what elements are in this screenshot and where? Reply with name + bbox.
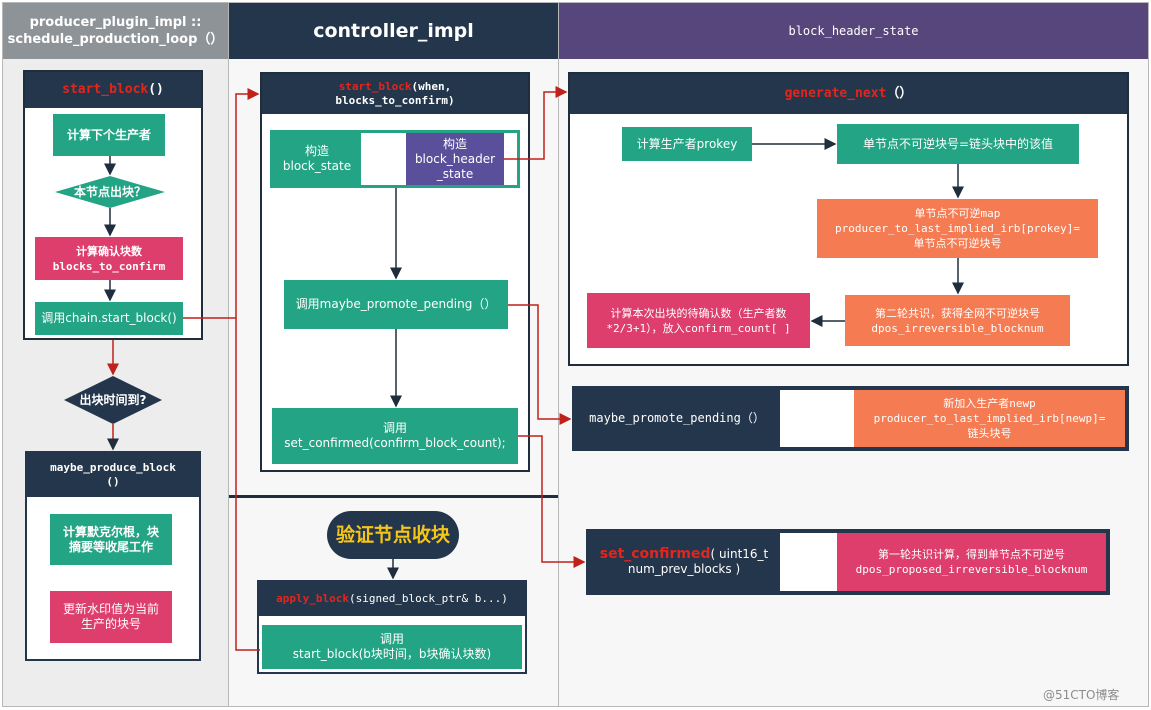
watermark-update-box: 更新水印值为当前 生产的块号 <box>50 591 172 643</box>
call-maybe-promote-box: 调用maybe_promote_pending（） <box>284 280 508 329</box>
header-producer-plugin: producer_plugin_impl :: schedule_product… <box>3 3 228 59</box>
new-producer-box: 新加入生产者newp producer_to_last_implied_irb[… <box>854 390 1125 447</box>
time-question: 出块时间到? <box>79 392 147 407</box>
construct-block-header-state: 构造 block_header _state <box>406 133 504 185</box>
header-controller-impl: controller_impl <box>229 3 558 59</box>
verify-node-badge: 验证节点收块 <box>327 511 459 559</box>
generate-next-title: generate_next（） <box>570 74 1127 114</box>
node-produce-question: 本节点出块？ <box>73 184 146 199</box>
start-block-title: start_block() <box>25 72 201 108</box>
section-divider <box>229 495 558 498</box>
calc-confirm-box: 计算确认块数 blocks_to_confirm <box>35 237 183 280</box>
start-block-frame: start_block() <box>23 70 203 340</box>
call-set-confirmed-box: 调用 set_confirmed(confirm_block_count); <box>272 408 518 464</box>
construct-block-state: 构造 block_state <box>273 133 361 185</box>
apply-block-title: apply_block(signed_block_ptr& b...) <box>259 582 525 616</box>
irr-chain-head-box: 单节点不可逆块号=链头块中的该值 <box>837 124 1079 164</box>
first-round-box: 第一轮共识计算，得到单节点不可逆号 dpos_proposed_irrevers… <box>837 533 1106 591</box>
calc-prokey-box: 计算生产者prokey <box>622 127 752 161</box>
merkle-box: 计算默克尔根，块 摘要等收尾工作 <box>50 514 172 565</box>
set-confirmed-blank <box>780 533 837 591</box>
maybe-produce-title: maybe_produce_block () <box>27 453 199 497</box>
set-confirmed-label: set_confirmed( uint16_t num_prev_blocks … <box>599 546 769 577</box>
mid-start-block-title: start_block(when, blocks_to_confirm) <box>262 74 528 114</box>
calc-pending-confirm-box: 计算本次出块的待确认数（生产者数 *2/3+1），放入confirm_count… <box>587 293 810 348</box>
calc-next-producer-box: 计算下个生产者 <box>53 114 165 156</box>
header-block-header-state: block_header_state <box>559 3 1148 59</box>
maybe-promote-blank <box>780 390 854 447</box>
call-start-block-box: 调用 start_block(b块时间，b块确认块数) <box>262 625 522 669</box>
site-watermark: @51CTO博客 <box>1043 688 1120 702</box>
call-chain-start-box: 调用chain.start_block() <box>35 302 183 335</box>
irr-map-box: 单节点不可逆map producer_to_last_implied_irb[p… <box>817 199 1098 258</box>
second-round-box: 第二轮共识，获得全网不可逆块号 dpos_irreversible_blockn… <box>845 295 1070 346</box>
maybe-promote-label: maybe_promote_pending（） <box>589 411 765 425</box>
